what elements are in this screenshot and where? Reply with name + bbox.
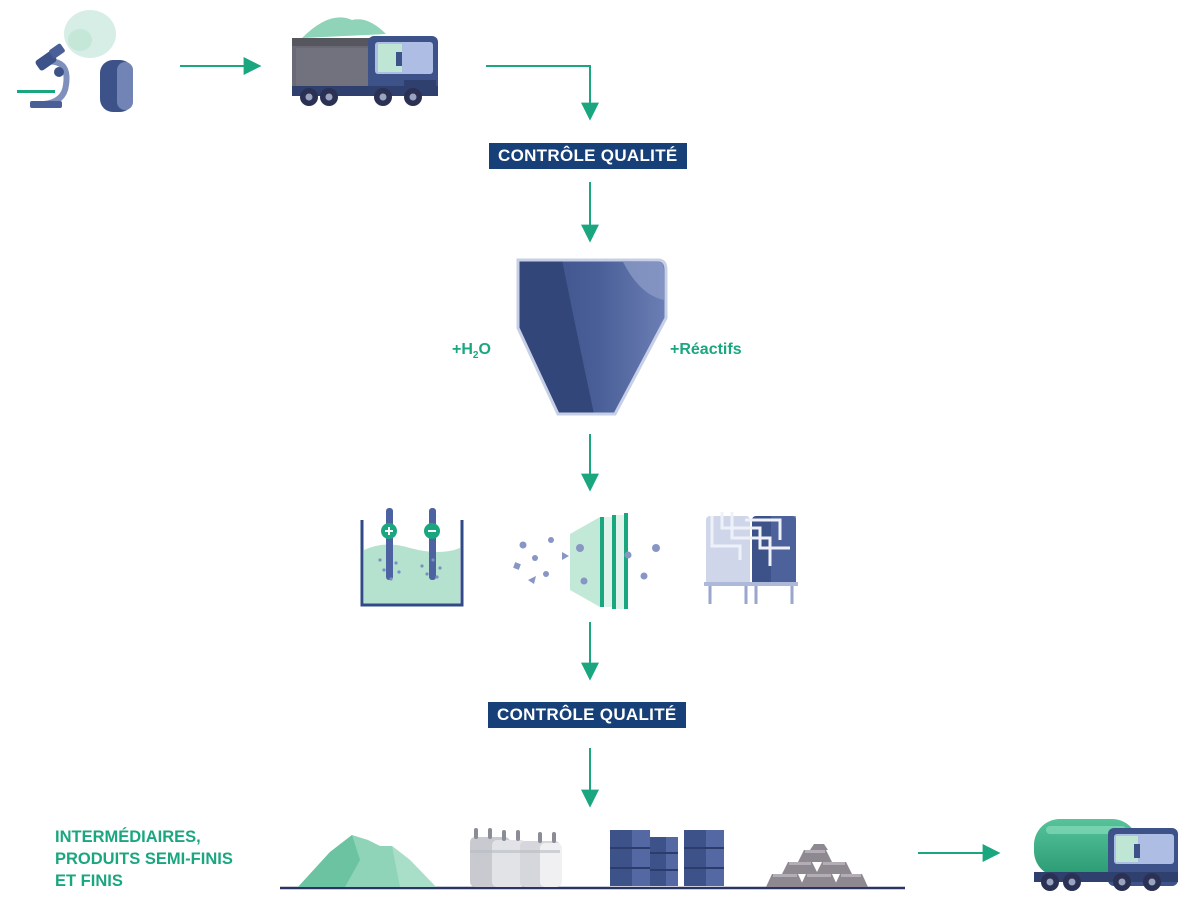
ingot-stack-icon — [766, 844, 868, 887]
water-input-label: +H2O — [452, 341, 491, 361]
big-bags-icon — [470, 828, 562, 887]
hopper-icon — [516, 258, 668, 416]
arrow-truck-to-qc — [486, 65, 599, 121]
water-suffix: O — [478, 341, 491, 358]
microscope-icon — [17, 10, 116, 108]
sample-container-icon — [100, 60, 133, 112]
water-subscript: 2 — [472, 350, 479, 362]
quality-control-label-top: CONTRÔLE QUALITÉ — [489, 143, 687, 169]
filtration-membrane-icon — [513, 513, 660, 609]
electrolysis-tank-icon — [360, 508, 464, 607]
ore-pile-icon — [298, 835, 436, 887]
quality-control-label-bottom: CONTRÔLE QUALITÉ — [488, 702, 686, 728]
products-label-line-1: INTERMÉDIAIRES, — [55, 828, 201, 846]
dump-truck-icon — [292, 17, 438, 106]
products-label-line-3: ET FINIS — [55, 872, 123, 890]
barrels-icon — [610, 830, 724, 886]
reagents-input-label: +Réactifs — [670, 341, 742, 358]
products-label: INTERMÉDIAIRES, PRODUITS SEMI-FINIS ET F… — [55, 826, 233, 892]
flow-arrows — [180, 57, 1001, 862]
products-label-line-2: PRODUITS SEMI-FINIS — [55, 850, 233, 868]
distillation-columns-icon — [704, 512, 798, 604]
tanker-truck-icon — [1034, 819, 1178, 891]
water-prefix: +H — [452, 341, 473, 358]
